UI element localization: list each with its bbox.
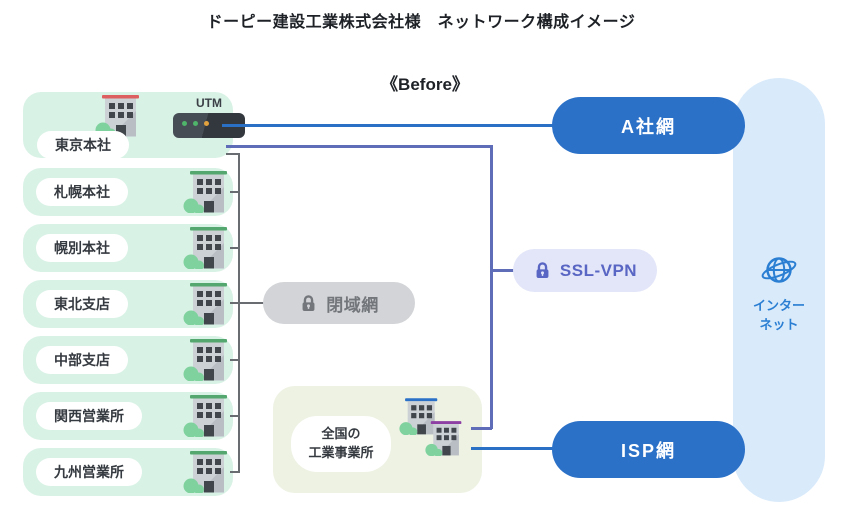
building-icon <box>183 227 227 269</box>
building-icon <box>183 171 227 213</box>
internet-label: インター ネット <box>752 298 805 332</box>
site-label-kansai: 関西営業所 <box>36 402 142 430</box>
company-a-network-pill: A社網 <box>552 97 745 154</box>
site-label-chubu: 中部支店 <box>36 346 128 374</box>
site-box-tokyo-hq: 東京本社 UTM <box>23 92 245 159</box>
isp-network-pill: ISP網 <box>552 421 745 478</box>
globe-icon <box>761 257 797 283</box>
building-icon <box>183 451 227 493</box>
ssl-vpn-pill: SSL-VPN <box>513 249 657 292</box>
lock-icon <box>536 262 549 279</box>
building-icon <box>183 339 227 381</box>
line-sslvpn-stub <box>490 269 515 272</box>
site-label-tohoku: 東北支店 <box>36 290 128 318</box>
line-tohoku-to-closed-network <box>230 302 265 304</box>
site-box-horobetsu: 幌別本社 <box>23 224 233 272</box>
site-box-sapporo: 札幌本社 <box>23 168 233 216</box>
line-plants-to-isp <box>471 447 555 450</box>
line-kansai-stub <box>230 415 240 417</box>
building-icon <box>399 398 438 435</box>
site-box-kyushu: 九州営業所 <box>23 448 233 496</box>
building-icon <box>183 395 227 437</box>
line-utm-to-company-a <box>222 124 554 127</box>
plants-box: 全国の 工業事業所 <box>273 386 482 493</box>
internet-zone: インター ネット <box>733 78 825 502</box>
phase-label: 《Before》 <box>381 75 469 94</box>
utm-led <box>204 121 209 126</box>
line-hq-sslvpn-horizontal <box>226 145 492 148</box>
plants-label: 全国の 工業事業所 <box>291 416 391 472</box>
site-label-tokyo: 東京本社 <box>37 131 129 159</box>
site-box-tohoku: 東北支店 <box>23 280 233 328</box>
line-kyushu-stub <box>230 471 240 473</box>
closed-network-pill: 閉域網 <box>263 282 415 324</box>
utm-led <box>182 121 187 126</box>
site-box-kansai: 関西営業所 <box>23 392 233 440</box>
line-sslvpn-to-plants <box>471 427 492 430</box>
line-chubu-stub <box>230 359 240 361</box>
site-box-chubu: 中部支店 <box>23 336 233 384</box>
utm-led <box>193 121 198 126</box>
utm-label: UTM <box>196 96 222 110</box>
line-hq-stub <box>226 153 240 155</box>
site-label-kyushu: 九州営業所 <box>36 458 142 486</box>
line-horobetsu-stub <box>230 247 240 249</box>
line-trunk-vertical <box>238 153 240 473</box>
page-title: ドーピー建設工業株式会社様 ネットワーク構成イメージ <box>206 14 636 31</box>
line-sapporo-stub <box>230 191 240 193</box>
site-label-sapporo: 札幌本社 <box>36 178 128 206</box>
building-icon <box>183 283 227 325</box>
building-icon <box>425 421 462 456</box>
lock-icon <box>302 294 315 311</box>
line-sslvpn-vertical <box>490 145 493 429</box>
site-label-horobetsu: 幌別本社 <box>36 234 128 262</box>
